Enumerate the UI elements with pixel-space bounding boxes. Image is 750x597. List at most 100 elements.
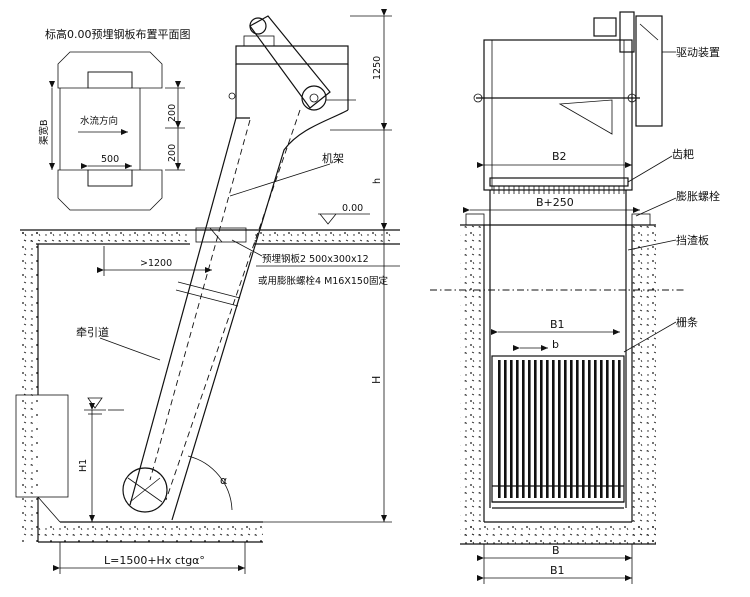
inset-dim-500: 500 (101, 154, 119, 165)
channel-left-wall (20, 230, 38, 542)
rake-side-guide (558, 99, 613, 135)
frame-break-1 (177, 281, 241, 299)
frame-outer-right (171, 109, 349, 521)
top-sprocket (249, 17, 267, 35)
floor-chamfer (37, 496, 61, 523)
housing-bolt (228, 92, 236, 100)
grid-bar (540, 360, 543, 498)
rake-bar (489, 177, 629, 187)
right-channel-right-wall (632, 225, 656, 543)
right-channel-left-wall (460, 225, 484, 543)
motor-body (619, 11, 635, 53)
label-anchor-bolt: 或用膨胀螺栓4 M16X150固定 (258, 275, 388, 287)
grid-bar (594, 360, 597, 498)
channel-floor (38, 522, 263, 542)
grid-bar (510, 360, 513, 498)
inset-dim-200-top: 200 (167, 104, 178, 122)
grid-bar (588, 360, 591, 498)
inset-top-wall (57, 51, 163, 89)
water-level-symbol (87, 397, 103, 409)
dim-B1-bottom: B1 (550, 564, 565, 577)
label-bar-grid: 栅条 (676, 315, 698, 329)
inset-bottom-plate (87, 169, 133, 187)
inset-dim-200-bottom: 200 (167, 144, 178, 162)
dim-1250: 1250 (372, 56, 383, 80)
chain-path-right (165, 109, 301, 501)
grid-bar (600, 360, 603, 498)
right-front-view: 驱动装置 B2 齿耙 B+250 膨胀螺栓 挡渣板 B1 (430, 11, 720, 584)
inset-water-flow: 水流方向 (80, 115, 118, 127)
dim-B: B (552, 544, 560, 557)
dim-H1: H1 (78, 459, 89, 472)
grid-bar (552, 360, 555, 498)
inset-top-plate (87, 71, 133, 89)
mount-brace (639, 23, 659, 41)
angle-symbol: α (220, 474, 227, 487)
dim-L: L=1500+Hx ctgα° (104, 554, 205, 567)
drive-sprocket (301, 85, 327, 111)
housing-left (235, 64, 250, 119)
chain-path-left (149, 119, 251, 481)
grid-bar (504, 360, 507, 498)
anchor-plate-left (465, 213, 485, 226)
grid-bar (522, 360, 525, 498)
inclined-frame (122, 109, 349, 521)
plate-leader (231, 239, 263, 257)
level-mark (319, 213, 337, 225)
grid-bar (546, 360, 549, 498)
grid-bar (564, 360, 567, 498)
frame-leader (229, 163, 331, 197)
angle-arc (187, 455, 233, 511)
drive-sprocket-hub (309, 93, 319, 103)
label-embedded-plate: 预埋钢板2 500x300x12 (262, 253, 369, 265)
embedded-plate-block (195, 227, 247, 243)
dim-gt-1200: >1200 (140, 258, 172, 269)
rail-leader (99, 337, 161, 361)
label-expansion-bolt: 膨胀螺栓 (676, 189, 720, 203)
dim-b: b (552, 338, 559, 351)
plate-diag (209, 227, 223, 243)
left-drive-housing (228, 15, 356, 119)
inlet-opening (15, 394, 69, 498)
grid-bar (576, 360, 579, 498)
upper-frame (483, 39, 633, 191)
rake-leader (627, 155, 673, 183)
bolt-leader (635, 197, 677, 217)
inset-title: 标高0.00预埋钢板布置平面图 (45, 27, 191, 41)
label-scum-plate: 挡渣板 (676, 233, 709, 247)
drive-mount-plate (635, 15, 663, 127)
bar-grid-leader (623, 321, 677, 353)
grid-bar (516, 360, 519, 498)
grid-bar (534, 360, 537, 498)
motor-box (593, 17, 617, 37)
dim-B2: B2 (552, 150, 567, 163)
embedded-plate-plan-inset: 标高0.00预埋钢板布置平面图 渠宽B 水流方向 200 200 500 (38, 27, 191, 211)
sprocket-arm (249, 15, 331, 109)
left-dimensions: 1250 h H H1 0.00 机架 >1200 预埋钢板2 500x300 (53, 9, 400, 574)
label-frame: 机架 (322, 151, 344, 165)
label-drive-unit: 驱动装置 (676, 46, 720, 59)
ground-slab-right (254, 230, 394, 244)
grid-bar (582, 360, 585, 498)
inset-channel-width: 渠宽B (38, 119, 50, 145)
left-ground-and-channel (15, 227, 400, 543)
level-zero: 0.00 (342, 203, 363, 214)
grid-bar (618, 360, 621, 498)
housing-cap (243, 35, 275, 47)
frame-outer-left (129, 117, 237, 506)
left-side-view: 标高0.00预埋钢板布置平面图 渠宽B 水流方向 200 200 500 (15, 9, 400, 574)
dim-B1-top: B1 (550, 318, 565, 331)
ground-slab-left (20, 230, 190, 244)
bottom-sprocket (122, 467, 168, 513)
label-rake: 齿耙 (672, 148, 694, 161)
grid-bar (612, 360, 615, 498)
anchor-plate-right (631, 213, 651, 226)
dim-h: h (372, 178, 383, 184)
right-channel-floor (460, 522, 656, 544)
grid-bar (558, 360, 561, 498)
bar-grid-bars (498, 360, 621, 498)
bottom-sprocket-x2 (129, 477, 161, 503)
label-traction-rail: 牵引道 (76, 325, 109, 339)
grid-bar (606, 360, 609, 498)
